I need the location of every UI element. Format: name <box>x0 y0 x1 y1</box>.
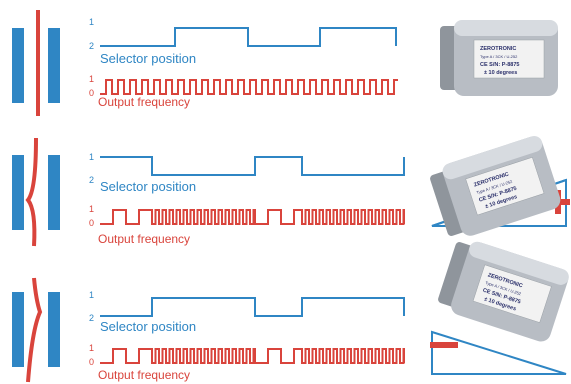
output-level-high: 1 <box>89 74 94 84</box>
capacitor-left-plate <box>12 28 24 103</box>
capacitor-left-plate <box>12 292 24 367</box>
pendulum <box>25 137 38 247</box>
sensor-serial: CE S/N: P-8875 <box>480 62 519 68</box>
selector-level-high: 1 <box>89 152 94 162</box>
output-frequency-label: Output frequency <box>98 368 190 382</box>
selector-level-high: 1 <box>89 290 94 300</box>
selector-position-label: Selector position <box>100 319 196 334</box>
pendulum <box>26 277 43 383</box>
selector-level-high: 1 <box>89 17 94 27</box>
selector-position-label: Selector position <box>100 179 196 194</box>
sensor-device: ZEROTRONIC Type A / 3CK / U-252 CE S/N: … <box>438 241 569 342</box>
output-waveform <box>100 209 405 225</box>
output-level-high: 1 <box>89 204 94 214</box>
sensor-range: ± 10 degrees <box>484 70 517 76</box>
output-frequency-label: Output frequency <box>98 95 190 109</box>
tilt-wedge <box>431 330 567 375</box>
capacitor-right-plate <box>48 28 60 103</box>
sensor-device: ZEROTRONIC Type A / 3CK / U-252 CE S/N: … <box>440 20 558 96</box>
selector-waveform <box>100 27 397 47</box>
capacitor-right-plate <box>48 292 60 367</box>
row-2: 1 2 Selector position 1 0 Output frequen… <box>12 136 570 247</box>
selector-waveform <box>100 156 405 176</box>
row-3: 1 2 Selector position 1 0 Output frequen… <box>12 241 569 383</box>
sensor-device: ZEROTRONIC Type A / 3CK / U-252 CE S/N: … <box>430 136 561 236</box>
capacitor-right-plate <box>48 155 60 230</box>
selector-level-low: 2 <box>89 313 94 323</box>
selector-position-label: Selector position <box>100 51 196 66</box>
output-level-high: 1 <box>89 343 94 353</box>
minus-sign-icon <box>430 342 458 348</box>
sensor-brand: ZEROTRONIC <box>480 46 516 52</box>
output-frequency-label: Output frequency <box>98 232 190 246</box>
output-level-low: 0 <box>89 218 94 228</box>
selector-level-low: 2 <box>89 41 94 51</box>
output-level-low: 0 <box>89 88 94 98</box>
selector-waveform <box>100 297 405 317</box>
output-waveform <box>100 348 405 364</box>
output-waveform <box>100 79 398 95</box>
sensor-type: Type A / 3CK / U-252 <box>480 54 518 59</box>
selector-level-low: 2 <box>89 175 94 185</box>
output-level-low: 0 <box>89 357 94 367</box>
capacitor-left-plate <box>12 155 24 230</box>
row-1: 1 2 Selector position 1 0 Output frequen… <box>12 10 558 116</box>
